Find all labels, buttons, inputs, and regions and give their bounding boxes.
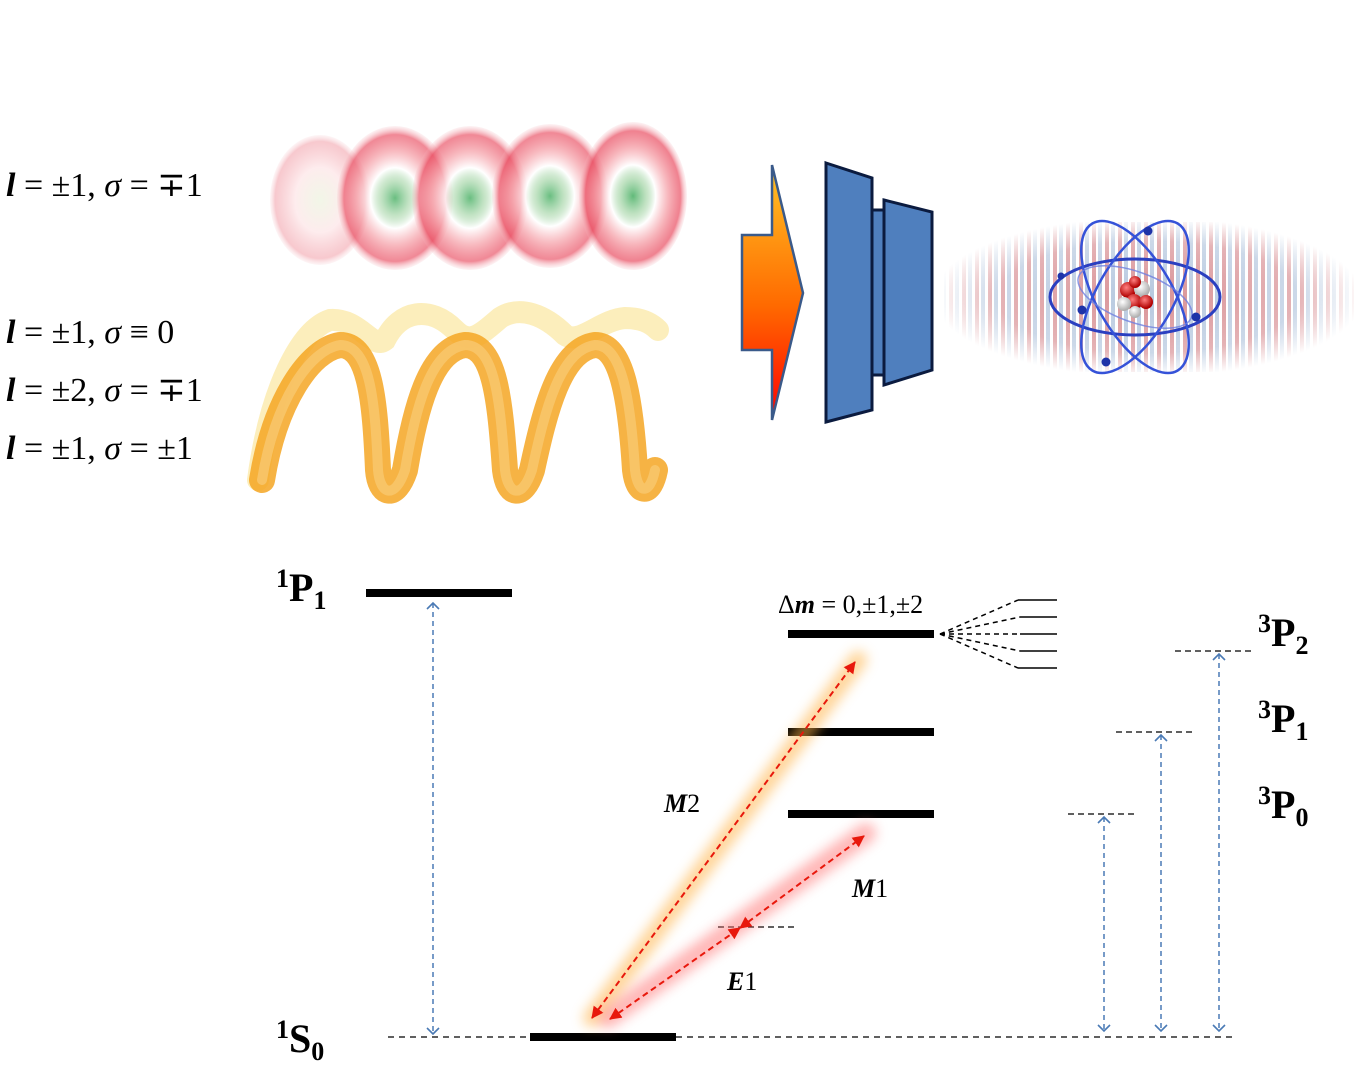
helical-wavefront [247, 301, 669, 504]
label-3p2: 3P2 [1258, 609, 1308, 660]
electron [1057, 272, 1065, 280]
focusing-optics [824, 160, 934, 424]
label-1p1: 1P1 [276, 564, 326, 615]
label-delta-m: Δm = 0,±1,±2 [778, 590, 923, 619]
electron-orbit [1048, 257, 1222, 337]
label-m2: M2 [663, 789, 700, 818]
beam-ring [492, 124, 608, 268]
optic-element-small [882, 198, 934, 388]
beam-ring [579, 122, 687, 270]
electron-orbit [1077, 265, 1193, 329]
transition-m2 [591, 661, 856, 1019]
label-3p0: 3P0 [1258, 781, 1308, 832]
energy-level-diagram [366, 589, 1252, 1041]
quantum-label-2: l = ±1, σ ≡ 0 [6, 314, 174, 351]
quantum-label-4: l = ±1, σ = ±1 [6, 430, 193, 467]
electron [1191, 312, 1201, 322]
optic-connector [870, 208, 886, 377]
electron [1077, 305, 1087, 315]
label-1s0: 1S0 [276, 1015, 324, 1066]
electron-orbit [1079, 219, 1191, 375]
electron-orbit [1079, 219, 1191, 375]
electron [1101, 357, 1111, 367]
zeeman-sublevels [939, 599, 1057, 669]
label-3p1: 3P1 [1258, 695, 1308, 746]
quantum-label-3: l = ±2, σ = ∓1 [6, 372, 203, 409]
label-e1: E1 [726, 967, 757, 996]
incidence-arrow [740, 164, 805, 421]
nucleus-icon [1117, 276, 1153, 318]
quantum-label-1: l = ±1, σ = ∓1 [6, 167, 203, 204]
helix-front-band [249, 332, 668, 504]
helix-back-band [247, 301, 669, 491]
helix-highlight [257, 340, 660, 496]
label-m1: M1 [851, 874, 888, 903]
transition-m1 [739, 835, 865, 929]
optic-element-large [824, 160, 874, 424]
transition-e1 [609, 927, 741, 1020]
electron [1143, 226, 1153, 236]
vortex-beam-rings [270, 122, 687, 270]
quantum-label-group: l = ±1, σ = ∓1 l = ±1, σ ≡ 0 l = ±2, σ =… [6, 167, 203, 467]
atom-icon [1048, 219, 1222, 375]
